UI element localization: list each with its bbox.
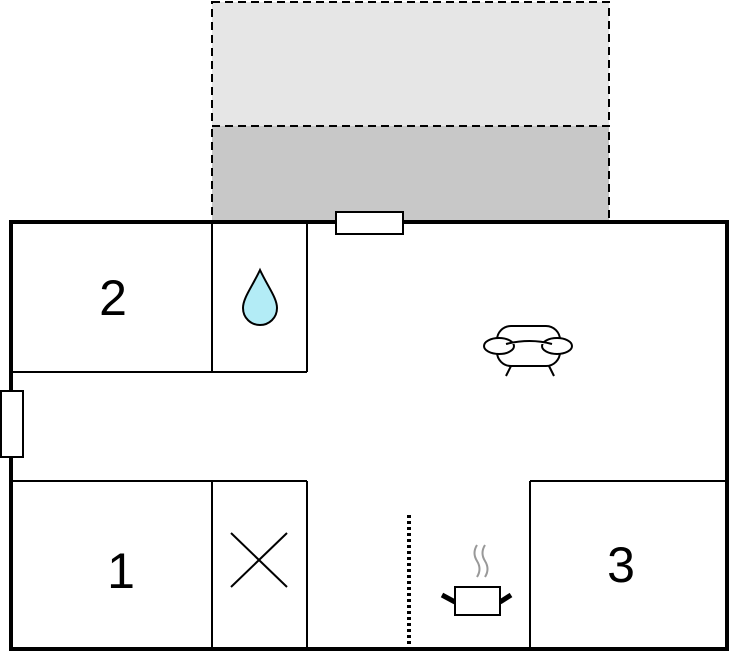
room-label-3: 3	[607, 537, 635, 593]
terrace	[211, 1, 610, 223]
outer-walls	[9, 220, 729, 651]
terrace-door	[335, 211, 404, 235]
interior-walls	[11, 222, 727, 649]
terrace-covered-area	[211, 125, 610, 223]
terrace-outer-area	[211, 1, 610, 127]
cooking-pot-icon	[440, 544, 513, 616]
steam-icon	[473, 544, 489, 578]
entrance-door	[0, 390, 24, 458]
room-label-1: 1	[107, 543, 135, 599]
sofa-icon	[483, 325, 573, 377]
cross-icon	[230, 532, 288, 588]
water-drop-icon	[241, 267, 279, 327]
room-label-2: 2	[99, 270, 127, 326]
